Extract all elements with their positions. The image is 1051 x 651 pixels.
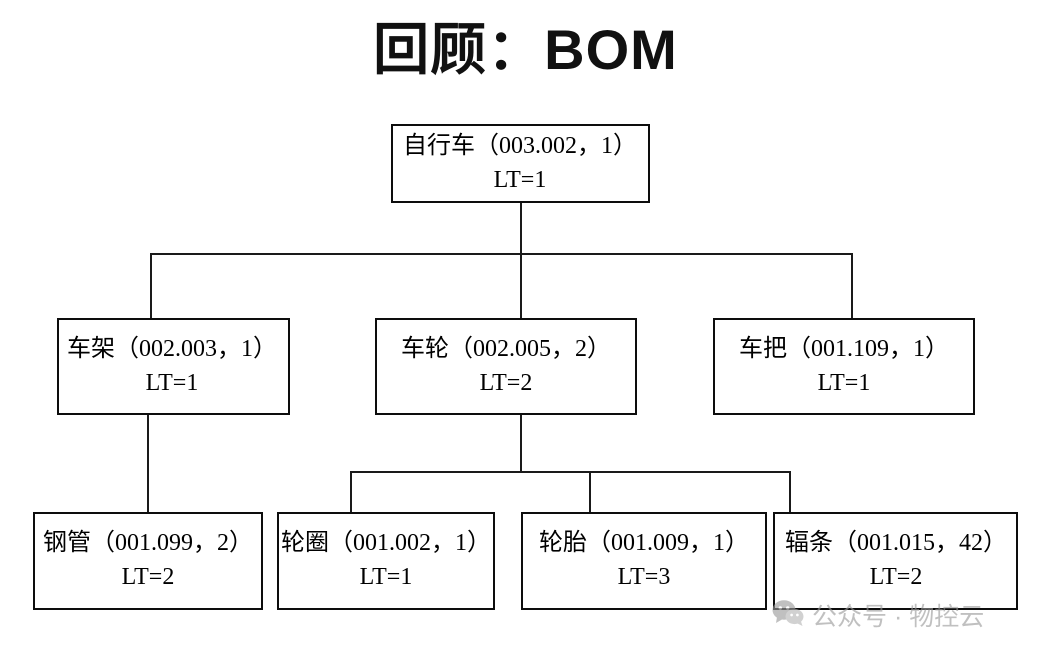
node-steel-tube-lt: LT=2 [121,564,175,590]
node-steel-tube[interactable] [33,512,263,610]
node-steel-tube-label: 钢管（001.099，2） [43,529,253,556]
node-spoke-lt: LT=2 [869,564,923,590]
node-steel-tube-text: 钢管（001.099，2） LT=2 [43,526,253,594]
connector-level2-bus [350,471,791,473]
connector-to-wheel [520,253,522,319]
connector-to-spoke [789,471,791,513]
node-bicycle[interactable] [391,124,650,203]
node-frame-lt: LT=1 [145,370,199,396]
connector-to-rim [350,471,352,513]
node-tire-lt: LT=3 [617,564,671,590]
node-tire-label: 轮胎（001.009，1） [539,529,749,556]
node-rim-label: 轮圈（001.002，1） [281,529,491,556]
connector-wheel-stem [520,414,522,473]
node-handlebar-label: 车把（001.109，1） [739,335,949,362]
page-title: 回顾：BOM [373,18,678,81]
node-frame[interactable] [57,318,290,415]
connector-frame-to-steel-tube [147,414,149,513]
connector-root-stem [520,203,522,255]
connector-level1-bus [150,253,853,255]
node-tire[interactable] [521,512,767,610]
node-rim-lt: LT=1 [359,564,413,590]
node-spoke[interactable] [773,512,1018,610]
node-frame-label: 车架（002.003，1） [67,335,277,362]
node-spoke-label: 辐条（001.015，42） [785,529,1007,556]
connector-to-handlebar [851,253,853,319]
node-spoke-text: 辐条（001.015，42） LT=2 [785,526,1007,594]
node-bicycle-label: 自行车（003.002，1） [403,132,637,159]
node-wheel-label: 车轮（002.005，2） [401,335,611,362]
node-tire-text: 轮胎（001.009，1） LT=3 [539,526,749,594]
node-bicycle-lt: LT=1 [493,167,547,193]
node-handlebar-lt: LT=1 [817,370,871,396]
node-wheel[interactable] [375,318,637,415]
node-wheel-text: 车轮（002.005，2） LT=2 [401,332,611,400]
watermark-text: 公众号 · 物控云 [812,603,985,631]
connector-to-frame [150,253,152,319]
node-frame-text: 车架（002.003，1） LT=1 [67,332,277,400]
wechat-icon [772,599,804,632]
node-rim-text: 轮圈（001.002，1） LT=1 [281,526,491,594]
node-bicycle-text: 自行车（003.002，1） LT=1 [403,129,637,197]
watermark: 公众号 · 物控云 [772,597,984,633]
node-handlebar-text: 车把（001.109，1） LT=1 [739,332,949,400]
node-wheel-lt: LT=2 [479,370,533,396]
connector-to-tire [589,471,591,513]
node-handlebar[interactable] [713,318,975,415]
node-rim[interactable] [277,512,495,610]
